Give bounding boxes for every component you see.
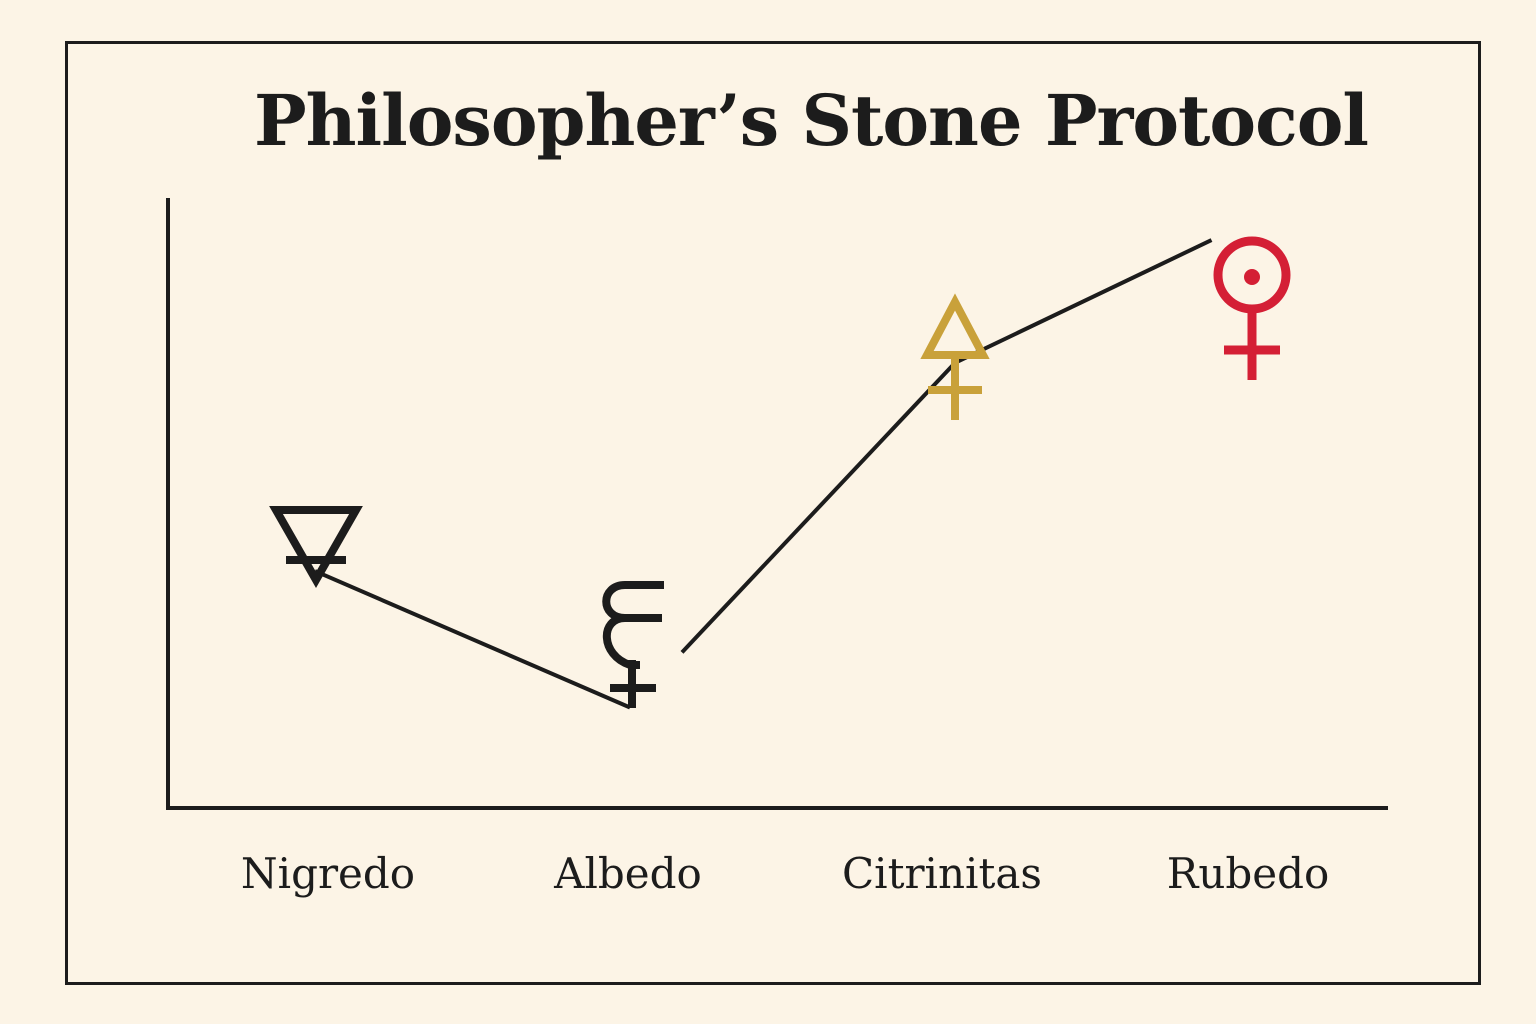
- x-tick-labels: Nigredo Albedo Citrinitas Rubedo: [241, 849, 1329, 898]
- series-line: [314, 238, 1213, 710]
- series-line-segment: [954, 238, 1213, 365]
- x-tick-label: Nigredo: [241, 849, 415, 898]
- data-markers: [269, 236, 1291, 708]
- chart-title: Philosopher’s Stone Protocol: [254, 79, 1369, 162]
- series-line-segment: [680, 361, 957, 654]
- x-tick-label: Albedo: [553, 849, 702, 898]
- series-line-segment: [314, 569, 631, 710]
- x-tick-label: Citrinitas: [842, 849, 1042, 898]
- alchemical-earth-icon: [269, 506, 363, 589]
- alchemical-mercury-like-icon: [602, 581, 664, 708]
- x-tick-label: Rubedo: [1167, 849, 1330, 898]
- chart-frame: [65, 41, 1481, 985]
- alchemical-copper-sun-icon: [1213, 236, 1291, 380]
- alchemical-sulfur-like-icon: [920, 293, 990, 420]
